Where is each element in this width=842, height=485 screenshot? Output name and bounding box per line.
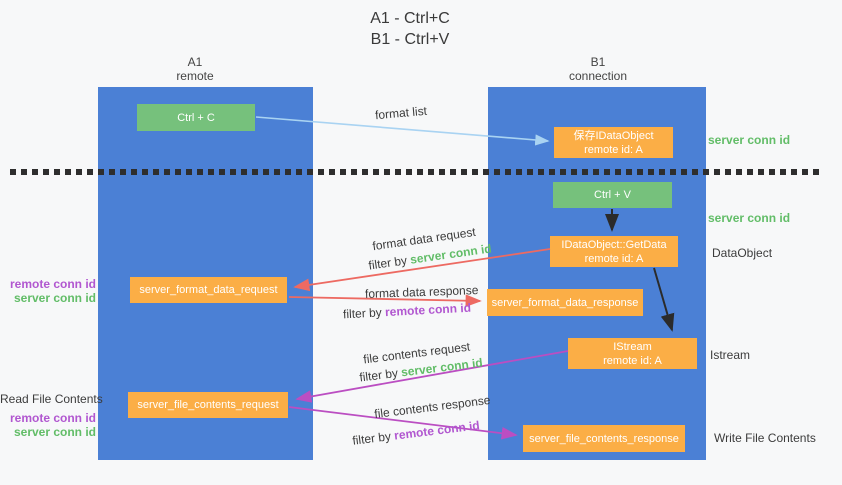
filter-by-prefix-3: filter by [358, 365, 399, 385]
node-istream-line1: IStream [613, 340, 652, 353]
label-remote-conn-id-2: remote conn id [9, 411, 96, 425]
node-file-response-label: server_file_contents_response [529, 432, 679, 445]
node-save-idataobject-line2: remote id: A [584, 143, 643, 156]
title-line-b1: B1 - Ctrl+V [370, 31, 450, 48]
node-ctrl-v: Ctrl + V [553, 182, 672, 208]
node-getdata-line1: IDataObject::GetData [561, 238, 667, 251]
edge-label-filter-by-remote-1: filter by remote conn id [343, 301, 472, 322]
node-server-file-contents-response: server_file_contents_response [523, 425, 685, 452]
label-write-file-contents: Write File Contents [714, 431, 816, 445]
filter-by-remote-conn-id-1: remote conn id [384, 300, 472, 320]
lane-b1-name: B1 [590, 55, 606, 69]
filter-by-remote-conn-id-2: remote conn id [393, 418, 481, 443]
conn-id-labels-1: remote conn id server conn id [0, 277, 96, 305]
node-format-request-label: server_format_data_request [139, 284, 278, 296]
filter-by-prefix-1: filter by [367, 253, 408, 273]
label-server-conn-id-top: server conn id [708, 133, 791, 147]
lane-header-a1: A1 remote [135, 55, 255, 83]
edge-label-filter-by-remote-2: filter by remote conn id [352, 418, 481, 448]
title-line-a1: A1 - Ctrl+C [370, 10, 450, 27]
label-read-file-contents: Read File Contents [0, 392, 103, 406]
label-server-conn-id-1: server conn id [13, 291, 96, 305]
node-ctrl-c: Ctrl + C [137, 104, 255, 131]
filter-by-prefix-2: filter by [342, 305, 383, 322]
filter-by-prefix-4: filter by [351, 429, 392, 448]
label-dataobject: DataObject [712, 246, 773, 260]
edge-label-format-data-response: format data response [364, 283, 479, 301]
node-istream: IStream remote id: A [568, 338, 697, 369]
diagram-title: A1 - Ctrl+C B1 - Ctrl+V [320, 8, 500, 50]
edge-label-format-list: format list [374, 103, 428, 123]
node-ctrl-c-label: Ctrl + C [177, 111, 215, 124]
lane-header-b1: B1 connection [538, 55, 658, 83]
session-divider-dashed-line [10, 169, 824, 175]
node-idataobject-getdata: IDataObject::GetData remote id: A [550, 236, 678, 267]
node-save-idataobject-line1: 保存IDataObject [573, 129, 654, 142]
edge-label-file-contents-response: file contents response [373, 392, 492, 422]
lane-a1-name: A1 [187, 55, 203, 69]
lane-b1-role: connection [568, 69, 628, 83]
node-file-request-label: server_file_contents_request [137, 399, 279, 411]
lane-a1-role: remote [176, 69, 214, 83]
node-getdata-line2: remote id: A [584, 252, 644, 265]
node-ctrl-v-label: Ctrl + V [594, 189, 631, 201]
node-server-file-contents-request: server_file_contents_request [128, 392, 288, 418]
node-save-idataobject: 保存IDataObject remote id: A [554, 127, 673, 158]
label-server-conn-id-mid: server conn id [708, 211, 791, 225]
label-istream: Istream [710, 348, 751, 362]
label-remote-conn-id-1: remote conn id [9, 277, 96, 291]
node-server-format-data-request: server_format_data_request [130, 277, 287, 303]
node-server-format-data-response: server_format_data_response [487, 289, 643, 316]
node-format-response-label: server_format_data_response [491, 296, 639, 309]
conn-id-labels-2: remote conn id server conn id [0, 411, 96, 439]
node-istream-line2: remote id: A [603, 354, 662, 367]
label-server-conn-id-2: server conn id [13, 425, 96, 439]
